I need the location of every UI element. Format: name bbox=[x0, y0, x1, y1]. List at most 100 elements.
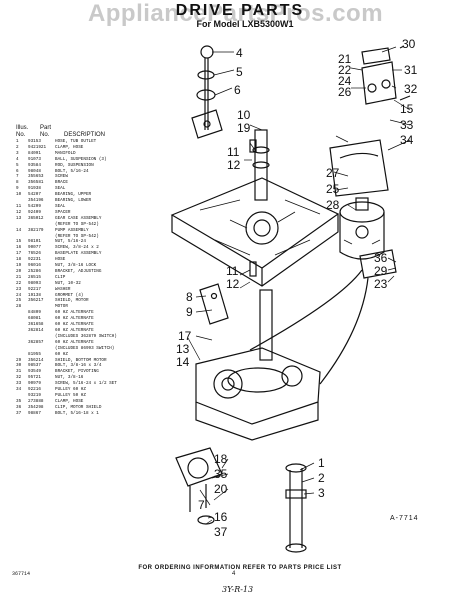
row-description: (INCLUDES 86993 SWITCH) bbox=[55, 345, 115, 351]
parts-row: 13 365012 GEAR CASE ASSEMBLY bbox=[16, 216, 166, 222]
row-part-no: 356217 bbox=[28, 298, 44, 304]
page-title: DRIVE PARTS bbox=[175, 2, 305, 19]
row-description: SPACER bbox=[55, 209, 71, 215]
row-part-no: 95721 bbox=[28, 375, 41, 381]
row-description: SHIELD, MOTOR bbox=[55, 298, 89, 304]
row-part-no: 76526 bbox=[28, 251, 41, 257]
row-illus-no: 14 bbox=[16, 227, 22, 233]
callout-25: 25 bbox=[326, 182, 340, 196]
row-illus-no: 19 bbox=[16, 263, 22, 269]
row-description: (REFER TO SP-542) bbox=[55, 221, 99, 227]
row-description: NUT, 10-32 bbox=[55, 280, 81, 286]
row-description: GROMMET (4) bbox=[55, 292, 84, 298]
motor-shield bbox=[329, 139, 389, 197]
row-illus-no: 18 bbox=[16, 257, 22, 263]
row-illus-no: 6 bbox=[16, 168, 19, 174]
gear-case bbox=[195, 289, 321, 441]
row-part-no: 81955 bbox=[28, 351, 41, 357]
row-illus-no: 30 bbox=[16, 363, 22, 369]
row-illus-no: 4 bbox=[16, 156, 19, 162]
row-description: WASHER bbox=[55, 286, 71, 292]
figure-id: A-7714 bbox=[390, 515, 419, 522]
parts-row: (INCLUDES 362879 SWITCH) bbox=[16, 334, 166, 340]
row-description: MOTOR bbox=[55, 304, 68, 310]
callout-12-lower: 12 bbox=[226, 277, 240, 291]
row-part-no: 355653 bbox=[28, 174, 44, 180]
row-part-no: 84809 bbox=[28, 310, 41, 316]
row-description: CLIP, MOTOR SHIELD bbox=[55, 404, 102, 410]
row-description: BOLT, 3/8-16 x 3/4 bbox=[55, 363, 102, 369]
row-part-no: 9421921 bbox=[28, 144, 47, 150]
row-part-no: 356581 bbox=[28, 180, 44, 186]
callout-13: 13 bbox=[176, 342, 190, 356]
callout-32: 32 bbox=[404, 82, 418, 96]
row-part-no: 92409 bbox=[28, 209, 41, 215]
row-description: 60 HZ ALTERNATE bbox=[55, 316, 94, 322]
drive-belt bbox=[249, 269, 369, 385]
row-description: NUT, 3/8-16 LOCK bbox=[55, 263, 97, 269]
row-description: SCREW, 5/16-24 x 1/2 SET bbox=[55, 381, 117, 387]
row-illus-no: 31 bbox=[16, 369, 22, 375]
parts-row: (REFER TO SP-542) bbox=[16, 222, 166, 228]
row-description: PULLEY 50 HZ bbox=[55, 392, 86, 398]
callout-19: 19 bbox=[237, 121, 251, 135]
row-description: 60 HZ ALTERNATE bbox=[55, 322, 94, 328]
row-description: BEARING, LOWER bbox=[55, 198, 92, 204]
row-illus-no: 13 bbox=[16, 215, 22, 221]
transmission-shaft bbox=[252, 129, 270, 201]
model-label: For Model LXB5300W1 bbox=[196, 19, 294, 29]
row-description: NUT, 3/8-16 bbox=[55, 375, 84, 381]
row-description: SCREW bbox=[55, 174, 68, 180]
row-illus-no: 35 bbox=[16, 398, 22, 404]
callout-22: 22 bbox=[338, 63, 352, 77]
row-description: SEAL bbox=[55, 186, 66, 192]
callout-23: 23 bbox=[374, 277, 388, 291]
row-illus-no: 3 bbox=[16, 150, 19, 156]
row-description: GEAR CASE ASSEMBLY bbox=[55, 215, 102, 221]
row-illus-no: 21 bbox=[16, 274, 22, 280]
callout-34: 34 bbox=[400, 133, 414, 147]
page-code: 367714 bbox=[12, 571, 31, 577]
callout-21: 21 bbox=[338, 52, 352, 66]
row-description: CLAMP, HOSE bbox=[55, 398, 84, 404]
row-description: CLIP bbox=[55, 274, 66, 280]
callout-33: 33 bbox=[400, 118, 414, 132]
ordering-footer: FOR ORDERING INFORMATION REFER TO PARTS … bbox=[138, 565, 342, 571]
row-description: BASEPLATE ASSEMBLY bbox=[55, 251, 102, 257]
row-part-no: 365012 bbox=[28, 215, 44, 221]
row-part-no: 90979 bbox=[28, 381, 41, 387]
row-description: PULLEY 60 HZ bbox=[55, 387, 86, 393]
row-description: NUT, 5/16-24 bbox=[55, 239, 86, 245]
callout-35: 35 bbox=[214, 467, 228, 481]
callout-28: 28 bbox=[326, 198, 340, 212]
callout-27: 27 bbox=[326, 166, 340, 180]
callout-29: 29 bbox=[374, 264, 388, 278]
row-part-no: 54209 bbox=[28, 203, 41, 209]
callout-5: 5 bbox=[236, 65, 243, 79]
row-part-no: 382179 bbox=[28, 227, 44, 233]
callout-6: 6 bbox=[234, 83, 241, 97]
callout-11-lower: 11 bbox=[226, 264, 239, 278]
callout-12-upper: 12 bbox=[227, 158, 241, 172]
row-description: HOSE bbox=[55, 257, 66, 263]
